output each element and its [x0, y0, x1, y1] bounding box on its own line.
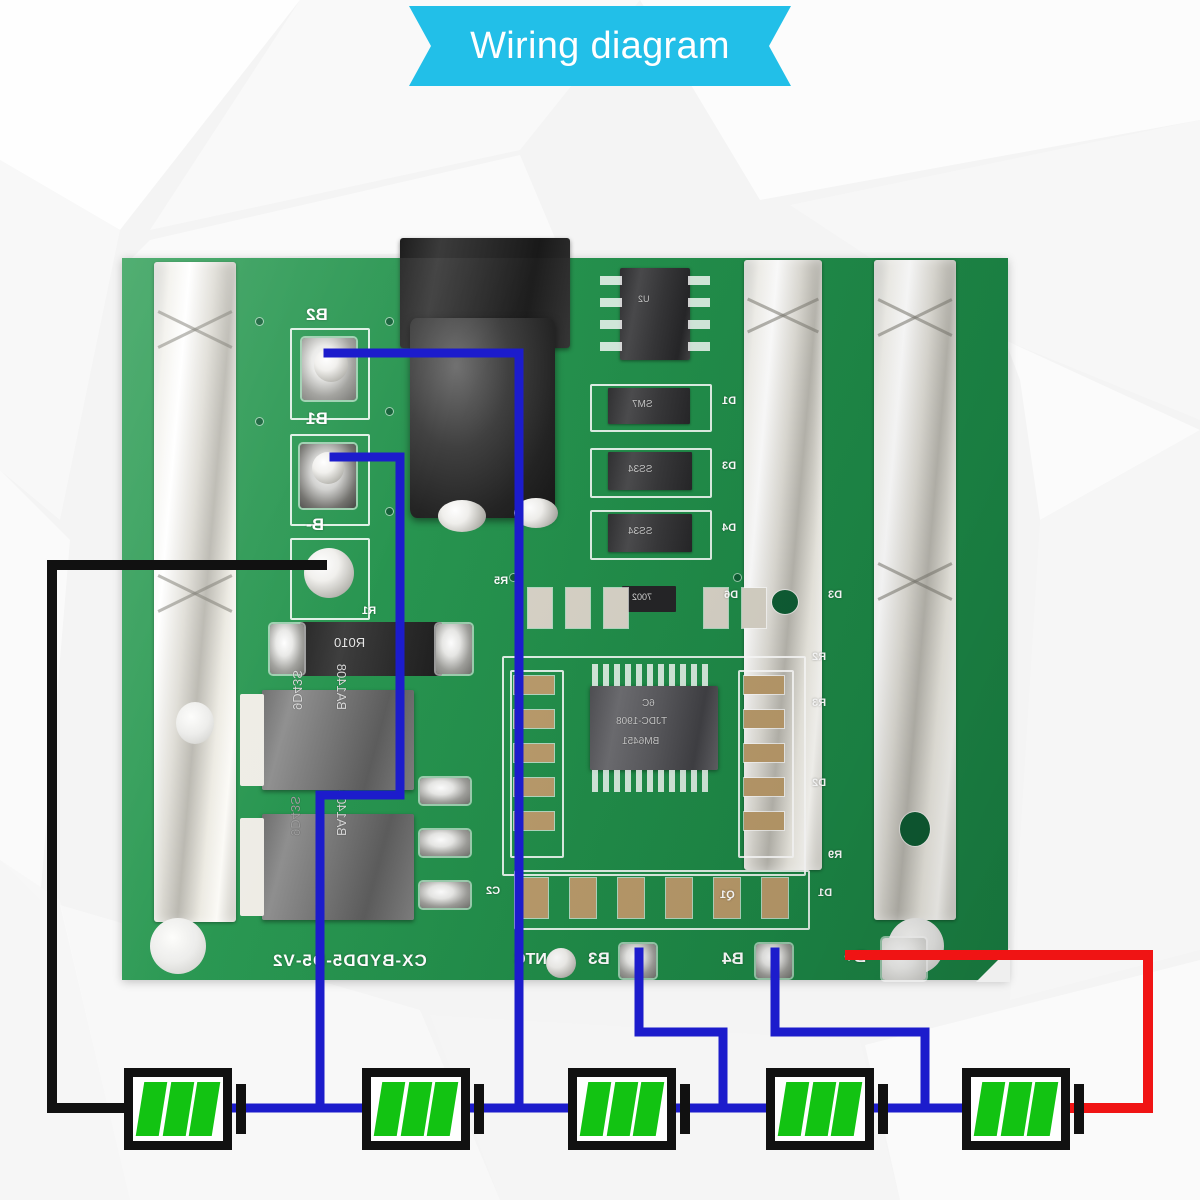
soic-ic — [620, 268, 690, 360]
soic-pin-1 — [600, 276, 622, 285]
smd-array-left — [510, 670, 570, 858]
banner: Wiring diagram — [409, 6, 791, 86]
shunt-pad-left — [270, 624, 304, 674]
terminal-right-outer — [874, 260, 956, 920]
battery-bar — [973, 1082, 1005, 1136]
banner-title: Wiring diagram — [470, 24, 730, 67]
diode-d4-outline — [590, 510, 712, 560]
cap-solder-joint-1 — [438, 500, 486, 532]
smd-array-top — [522, 582, 792, 640]
ic-silk-box — [502, 656, 806, 876]
main-ic-pins-top — [592, 664, 716, 686]
battery-cell-4-bars — [775, 1077, 865, 1141]
smd-array-bottom — [514, 870, 814, 930]
wire-b-minus-black — [47, 560, 327, 1113]
battery-cell-5[interactable] — [962, 1068, 1084, 1150]
battery-cell-4[interactable] — [766, 1068, 888, 1150]
pad-b-minus-solder[interactable] — [304, 548, 354, 598]
mosfet-lower — [262, 814, 414, 920]
terminal-right-inner — [744, 260, 822, 870]
battery-cell-1-terminal — [236, 1084, 246, 1134]
mosfet-leg-pad-3 — [420, 882, 470, 908]
soic-pin-6 — [688, 298, 710, 307]
wire-b3-blue — [634, 947, 728, 1113]
battery-bar — [633, 1082, 665, 1136]
pad-b2-outline — [290, 328, 370, 420]
terminal-left-hole — [176, 702, 214, 744]
soic-pin-2 — [600, 298, 622, 307]
via-1 — [386, 318, 393, 325]
battery-cell-2-bars — [371, 1077, 461, 1141]
battery-cell-3[interactable] — [568, 1068, 690, 1150]
battery-bar — [777, 1082, 809, 1136]
mosfet-leg-pad-1 — [420, 778, 470, 804]
soic-pin-5 — [688, 276, 710, 285]
soic-pin-3 — [600, 320, 622, 329]
diode-d1 — [608, 388, 690, 424]
wire-b1-blue — [315, 452, 405, 1113]
battery-bar — [427, 1082, 459, 1136]
battery-bar — [189, 1082, 221, 1136]
battery-cell-5-terminal — [1074, 1084, 1084, 1134]
smd-array-right — [738, 670, 798, 858]
main-ic — [590, 686, 718, 770]
battery-cell-4-terminal — [878, 1084, 888, 1134]
transistor-7002 — [622, 586, 676, 612]
mosfet-lower-tab — [240, 818, 264, 916]
battery-cell-3-terminal — [680, 1084, 690, 1134]
battery-cell-1-bars — [133, 1077, 223, 1141]
mosfet-upper — [262, 690, 414, 790]
battery-cell-2[interactable] — [362, 1068, 484, 1150]
battery-bar — [1027, 1082, 1059, 1136]
pad-b1-outline — [290, 434, 370, 526]
diode-d1-outline — [590, 384, 712, 432]
via-4 — [256, 318, 263, 325]
diode-d3-outline — [590, 448, 712, 498]
wire-b2-blue — [323, 348, 524, 1113]
battery-bar — [831, 1082, 863, 1136]
shunt-resistor — [300, 622, 442, 676]
battery-cell-1[interactable] — [124, 1068, 246, 1150]
pad-b-minus-outline — [290, 538, 370, 620]
wire-b4-blue — [770, 947, 930, 1113]
battery-bar — [373, 1082, 405, 1136]
terminal-left — [154, 262, 236, 922]
mosfet-upper-tab — [240, 694, 264, 786]
soic-pin-7 — [688, 320, 710, 329]
shunt-pad-right — [436, 624, 472, 674]
mosfet-leg-pad-2 — [420, 830, 470, 856]
via-5 — [256, 418, 263, 425]
via-3 — [386, 508, 393, 515]
via-2 — [386, 408, 393, 415]
main-ic-pins-bottom — [592, 770, 716, 792]
banner-ribbon-shape — [409, 6, 791, 86]
battery-bar — [579, 1082, 611, 1136]
soic-pin-8 — [688, 342, 710, 351]
wire-b-plus-red — [845, 950, 1153, 1113]
battery-cell-2-terminal — [474, 1084, 484, 1134]
via-7 — [734, 574, 741, 581]
battery-bar — [135, 1082, 167, 1136]
pad-ntc-solder[interactable] — [546, 948, 576, 978]
battery-cell-3-bars — [577, 1077, 667, 1141]
terminal-left-screw-hole — [150, 918, 206, 974]
battery-cell-5-bars — [971, 1077, 1061, 1141]
via-6 — [510, 574, 517, 581]
soic-pin-4 — [600, 342, 622, 351]
diode-d4 — [608, 514, 692, 552]
diode-d3 — [608, 452, 692, 490]
